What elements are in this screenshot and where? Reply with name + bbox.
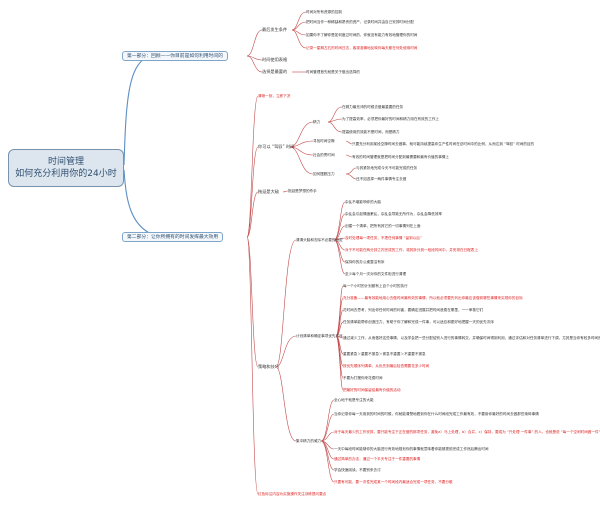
leaf-focus-3: 对于每天最少的工作安排，要只能专注于正在做的那项任务，避免a）马上处理，b）合并… (334, 430, 600, 434)
node-prime[interactable]: 寻找时间空隙 (313, 139, 335, 143)
leaf-effort-3: 提高使用的效能不是时间，而是精力 (342, 130, 400, 134)
part2-topic[interactable]: 第二部分：让你所拥有的时间发挥最大效用 (122, 232, 224, 242)
leaf-social: 有效的时间管理就是把时间分配到最需要和最有价值的事情上 (352, 155, 450, 159)
node-method[interactable]: 策略和技巧 (258, 364, 279, 369)
leaf-clear-head-1: 杂乱不堪影响你的大脑 (345, 200, 381, 204)
leaf-plan-1: 每一个小时的计划都有上百个小时的执行 (343, 284, 408, 288)
leaf-clear-head-4: 及时处理每一项任务，不把任何事情 “留到以后” (345, 236, 422, 240)
node-records[interactable]: 最后发生条件 (262, 27, 288, 32)
leaf-records-4: 记录一星期左右的时间日志，客观准确地反映你每天都在何处使用时间 (306, 46, 418, 50)
root-subtitle: 如何充分利用你的24小时 (15, 169, 117, 179)
leaf-focus-2: 当你记录你每一天用到的时间的时候，你就能清楚地看到你在什么时间段完成工作最有效，… (334, 412, 539, 416)
footer-note: 红色标注内容为实施操作关注训练提问要点 (258, 492, 327, 496)
node-focus[interactable]: 集中精力的威力 (296, 439, 322, 443)
node-intro[interactable]: 清晰一刻，立即下决 (258, 94, 291, 98)
leaf-clear-head-5: 对于不可能在两分钟之内完成的工作，将其拆分到一段段时间中，并安排在日程表上 (345, 248, 478, 252)
leaf-choose: 时间管理首先就是关于做出选择的 (306, 70, 360, 74)
leaf-focus-7: 只要有可能，要一次性完成某一个时间段内最适合完成一项任务，不要分散 (334, 480, 453, 484)
leaf-effort-1: 在精力最充沛的时候去做最重要的任务 (342, 105, 404, 109)
leaf-effort-2: 为了提高效率，必须把你最好的时间和精力用在有效的工作上 (342, 117, 440, 121)
leaf-plan-4: 任务清单能帮你创造压力，有助于你了解和完成一件事，可以适应和更好地把握一天的优先… (343, 320, 494, 324)
leaf-procrastination: 拖延是梦想的杀手 (288, 189, 317, 193)
leaf-plan-5: 通过减少工作，从而做好这些事情，以及学会把一些分配给别人进行的事情转交，并确保时… (343, 336, 600, 340)
leaf-clear-head-6: 保持你的办公桌整洁有序 (345, 260, 385, 264)
node-choose[interactable]: 选择是最要的 (262, 69, 288, 74)
leaf-focus-4: 一天中每段时间能够你的大脑进行有效地规划你的事情就意味着你能够提前完成工作然后腾… (334, 447, 489, 451)
leaf-clear-head-7: 至少每个月一次对你的文件柜进行清理 (345, 272, 407, 276)
leaf-focus-5: 通过简单的办法，通过一个半天专注于一件重要的事情 (334, 457, 421, 461)
leaf-focus-6: 学会快速阅读，不要别来去讨 (334, 468, 381, 472)
node-control-time[interactable]: 你可以 “驾驭” 时间 (258, 144, 295, 149)
node-clear-head[interactable]: 清清头脑和去除不必要的设定 (296, 238, 343, 242)
node-plan-list[interactable]: 计划清单和确定事项优先次序 (296, 334, 343, 338)
leaf-stress-1: 与其紧张地完成今天不可能完成的任务 (356, 166, 418, 170)
leaf-plan-7: 按优先顺序列清单，从优先到最后检查需要花多少时间 (343, 364, 430, 368)
root-topic[interactable]: 时间管理 如何充分利用你的24小时 (8, 149, 124, 187)
node-social[interactable]: 社会的责时间 (313, 153, 335, 157)
leaf-records-1: 时间对所有资源的控制 (306, 10, 342, 14)
leaf-prime: 只要充分利用某段空隙时间去做事，就可能持续提高你生产性时间在总时间中的比例，从而… (352, 142, 535, 146)
part1-topic[interactable]: 第一部分：回顾——你目前是如何利用时间的 (122, 51, 228, 61)
leaf-records-2: 把时间当作一种稀缺和昂贵的资产，记录时间并由自己安排时间分配 (306, 20, 414, 24)
leaf-plan-2: 充分准备——最有效能地用心去做时间最有效的事情，所以就必须要先列出你最应该做到哪… (343, 296, 523, 300)
leaf-plan-3: 花时间去思考，列出你任何时间的利害，要确定进展并把时间浪费在哪里，一一审核它们 (343, 308, 484, 312)
node-time-log[interactable]: 时间使用表格 (262, 57, 288, 62)
node-effort[interactable]: 精力 (313, 120, 321, 124)
leaf-plan-8: 不要为打搅你来花费时间 (343, 376, 383, 380)
leaf-clear-head-2: 杂乱会引起情绪紊乱，杂乱会导致无所作为，杂乱会降低效率 (345, 212, 443, 216)
leaf-focus-1: 全心地干就是专注的大能 (334, 398, 374, 402)
leaf-records-3: 如果你不了解你是如何度过时间的，你就没有能力有效地管理你的时间 (306, 33, 418, 37)
leaf-stress-2: 还不如选择一两件事情专注去做 (356, 177, 407, 181)
leaf-plan-9: 把最好的时间保留给最有价值的活动 (343, 388, 401, 392)
leaf-clear-head-3: 创建一个清单，把所有其它的一切事情列在上面 (345, 224, 421, 228)
node-procrastination[interactable]: 拖延是大敌 (258, 189, 279, 194)
root-title: 时间管理 (47, 157, 84, 167)
leaf-plan-6: 重要紧急＞重要不紧急＞紧急不重要＞不重要不紧急 (343, 352, 426, 356)
node-stress[interactable]: 如何摆脱压力 (313, 172, 335, 176)
